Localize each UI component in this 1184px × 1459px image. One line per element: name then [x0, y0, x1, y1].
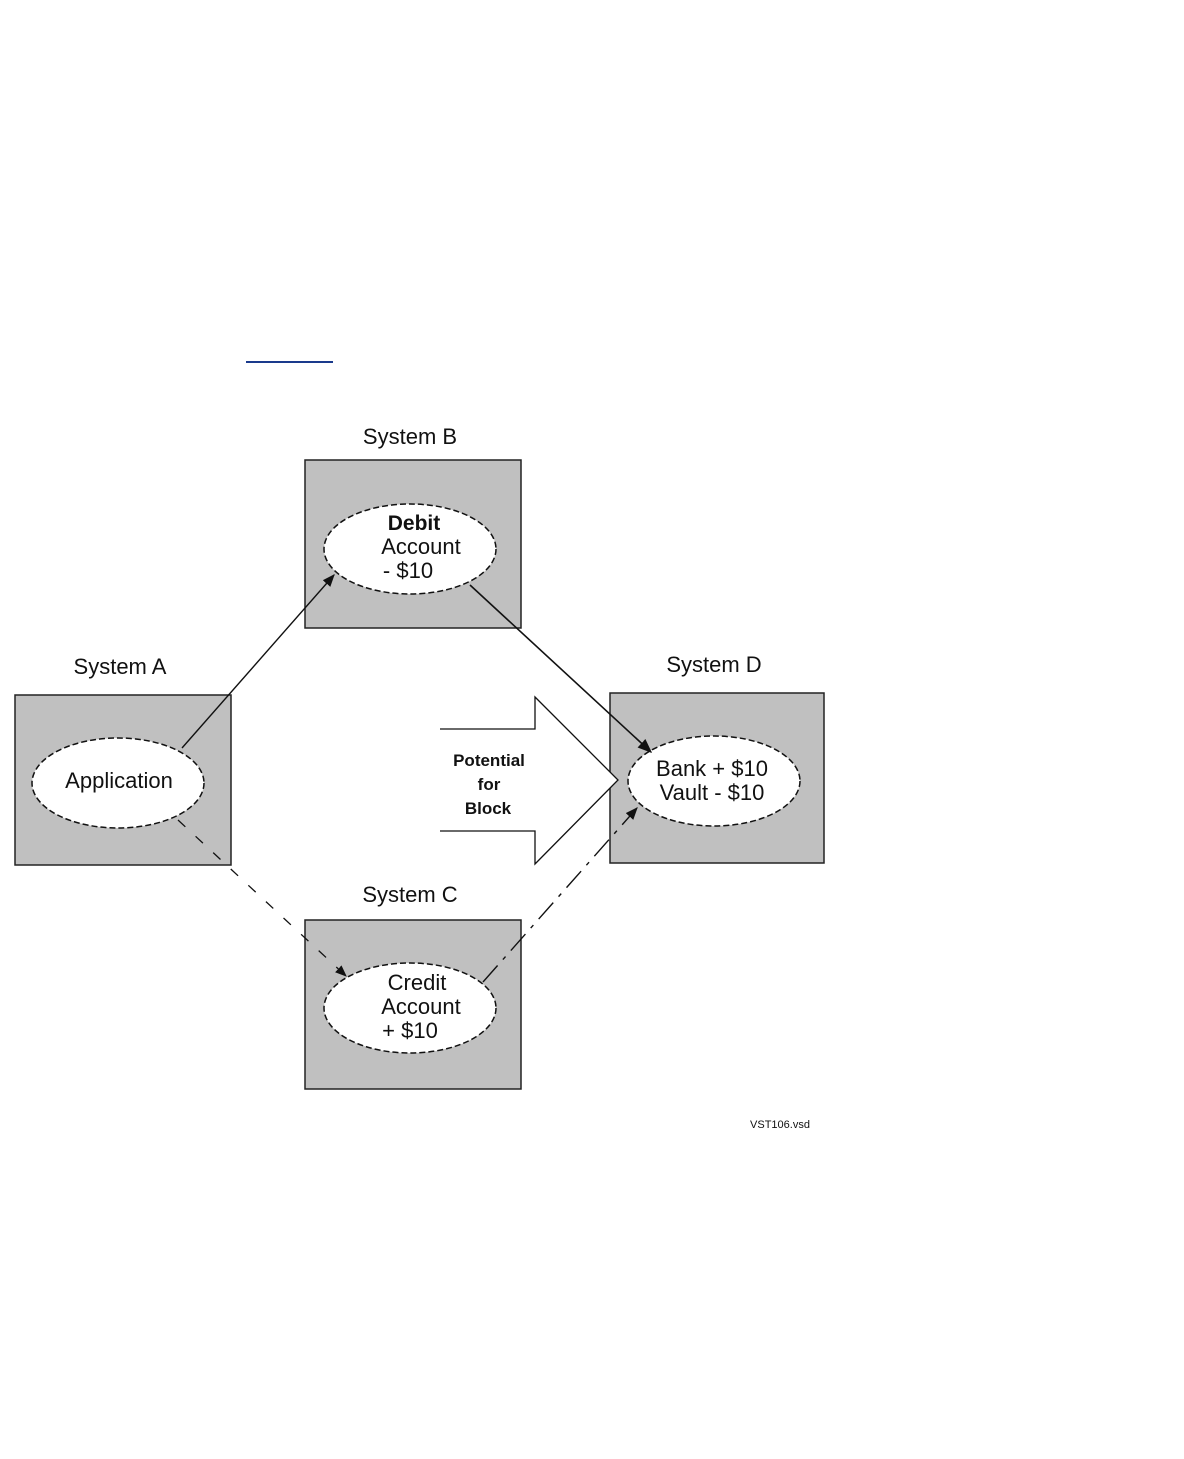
arrow-application-to-debit: [181, 574, 335, 749]
credit-amount-label: + $10: [382, 1018, 438, 1043]
application-label: Application: [65, 768, 173, 793]
block-arrow-line2: for: [478, 775, 501, 794]
arrow-debit-to-bank: [469, 584, 653, 753]
debit-node: [323, 503, 497, 595]
credit-node: [323, 962, 497, 1054]
bank-vault-node: [627, 735, 801, 827]
credit-label: Credit: [388, 970, 447, 995]
bank-label: Bank + $10: [656, 756, 768, 781]
system-b-title: System B: [363, 424, 457, 449]
file-name-label: VST106.vsd: [750, 1119, 810, 1131]
block-arrow-line3: Block: [465, 799, 512, 818]
system-d-title: System D: [666, 652, 761, 677]
debit-amount-label: - $10: [383, 558, 433, 583]
vault-label: Vault - $10: [660, 780, 765, 805]
top-link[interactable]: [246, 343, 333, 363]
arrow-credit-to-bank: [482, 807, 638, 983]
credit-account-label: Account: [381, 994, 461, 1019]
block-arrow-line1: Potential: [453, 751, 525, 770]
application-node: [31, 737, 205, 829]
system-c-title: System C: [362, 882, 457, 907]
potential-block-arrow: [440, 695, 619, 866]
debit-account-label: Account: [381, 534, 461, 559]
debit-label: Debit: [388, 512, 441, 535]
system-a-title: System A: [74, 654, 167, 679]
